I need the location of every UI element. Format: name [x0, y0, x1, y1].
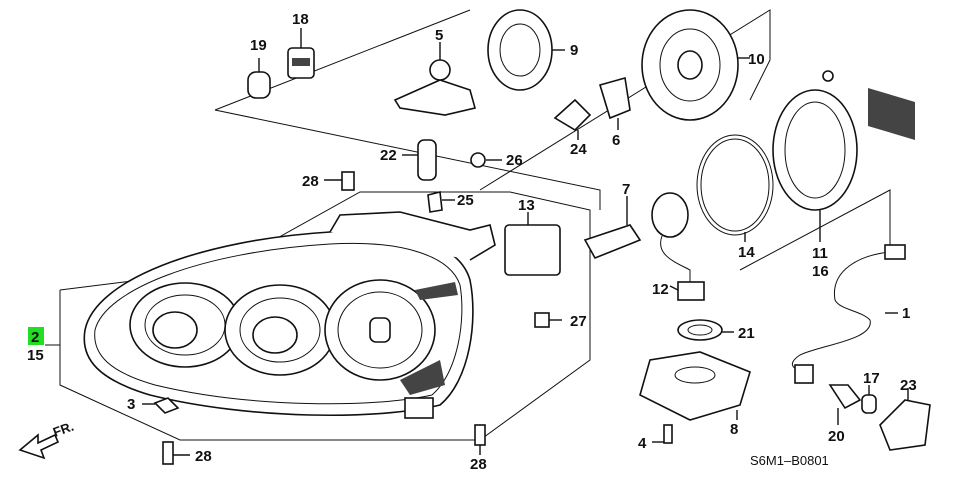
label-part-15: 15 — [27, 347, 44, 364]
label-sticker — [868, 88, 915, 140]
label-part-7: 7 — [622, 181, 630, 198]
bolt-28-top — [324, 171, 355, 191]
label-part-3: 3 — [127, 396, 135, 413]
label-part-4: 4 — [638, 435, 647, 452]
bolt-26 — [470, 152, 502, 168]
bolt-4 — [652, 424, 673, 444]
bolt-28-left — [162, 441, 190, 465]
label-part-21: 21 — [738, 325, 755, 342]
bulb-22 — [402, 139, 437, 181]
bulb-24 — [553, 98, 592, 140]
label-part-11: 11 — [812, 245, 828, 262]
harness-1 — [791, 244, 906, 384]
label-part-20: 20 — [828, 428, 845, 445]
bulb-5 — [393, 42, 476, 116]
clip-25 — [427, 191, 455, 213]
cap-9 — [487, 9, 565, 91]
label-part-1: 1 — [902, 305, 910, 322]
label-part-14: 14 — [738, 244, 755, 261]
label-part-28-top: 28 — [302, 173, 319, 190]
socket-12 — [651, 192, 705, 301]
label-part-5: 5 — [435, 27, 443, 44]
label-part-19: 19 — [250, 37, 267, 54]
nut-3 — [142, 397, 180, 414]
label-part-2: 2 — [31, 329, 39, 346]
label-part-27: 27 — [570, 313, 587, 330]
actuator-13 — [504, 212, 561, 276]
socket-18 — [287, 28, 315, 79]
socket-20 — [828, 384, 862, 425]
ring-21 — [677, 319, 734, 341]
ballast-8 — [639, 351, 751, 421]
bulb-19 — [247, 58, 271, 99]
label-part-23: 23 — [900, 377, 917, 394]
bulb-17 — [861, 385, 877, 414]
label-part-8: 8 — [730, 421, 738, 438]
diagram-code: S6M1–B0801 — [750, 453, 829, 468]
front-marker-text: FR. — [51, 419, 76, 440]
label-part-22: 22 — [380, 147, 397, 164]
label-part-26: 26 — [506, 152, 523, 169]
highlight-box-2 — [28, 327, 44, 345]
label-part-16: 16 — [812, 263, 829, 280]
label-part-24: 24 — [570, 141, 587, 158]
label-part-18: 18 — [292, 11, 309, 28]
screw-small — [822, 70, 834, 82]
label-part-25: 25 — [457, 192, 474, 209]
label-part-12: 12 — [652, 281, 669, 298]
front-arrow: FR. — [18, 419, 76, 460]
ring-11 — [772, 89, 858, 242]
bulb-7 — [583, 196, 642, 260]
nut-27 — [534, 312, 562, 328]
headlight-housing — [83, 211, 496, 419]
label-part-9: 9 — [570, 42, 578, 59]
label-part-17: 17 — [863, 370, 880, 387]
bolt-28-bottom — [474, 424, 486, 455]
label-part-28-bottom: 28 — [470, 456, 487, 473]
label-part-10: 10 — [748, 51, 765, 68]
label-part-6: 6 — [612, 132, 620, 149]
socket-6 — [598, 76, 631, 130]
label-part-13: 13 — [518, 197, 535, 214]
gasket-14 — [696, 134, 774, 242]
side-marker-23 — [879, 388, 931, 451]
label-part-28-left: 28 — [195, 448, 212, 465]
cover-10 — [641, 9, 750, 121]
